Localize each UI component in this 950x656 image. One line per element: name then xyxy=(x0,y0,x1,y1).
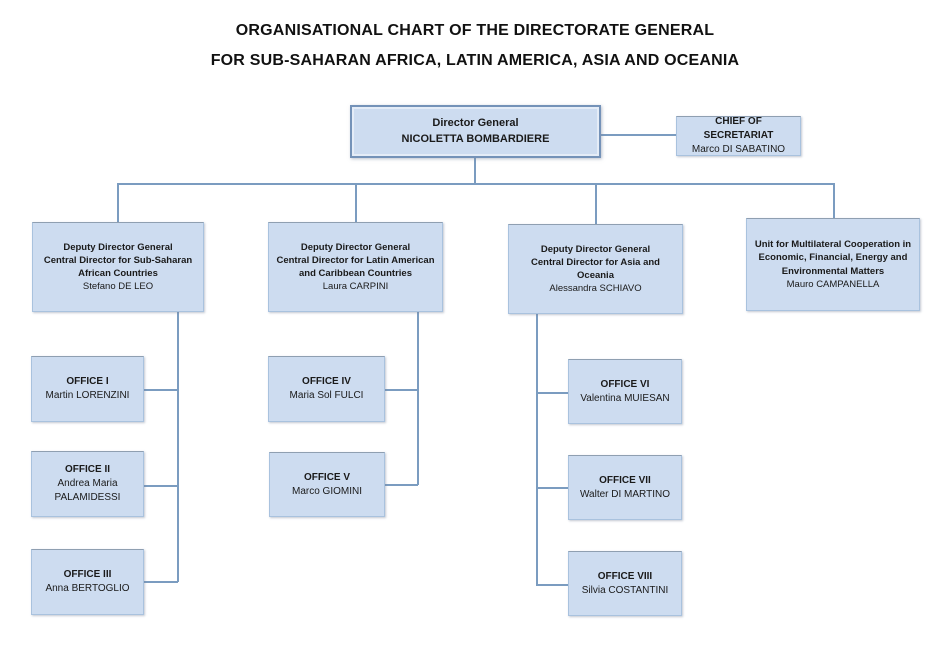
office-8-name: Silvia COSTANTINI xyxy=(581,584,669,596)
connector-dg-drop xyxy=(474,158,476,184)
chief-of-secretariat-title: CHIEF OF SECRETARIAT xyxy=(703,116,774,142)
box-deputy-asia-oceania: Deputy Director General Central Director… xyxy=(508,224,683,314)
connector-drop-unit xyxy=(833,183,835,218)
office-7-title: OFFICE VII xyxy=(599,474,651,486)
page-title-line1: ORGANISATIONAL CHART OF THE DIRECTORATE … xyxy=(235,22,715,39)
deputy-sub-saharan-name: Stefano DE LEO xyxy=(82,281,154,293)
box-deputy-latin-america: Deputy Director General Central Director… xyxy=(268,222,443,312)
deputy-asia-oceania-title: Deputy Director General Central Director… xyxy=(531,243,660,281)
office-3-title: OFFICE III xyxy=(63,569,112,581)
connector-trunk-col3 xyxy=(536,314,538,585)
box-office-1: OFFICE I Martin LORENZINI xyxy=(31,356,144,422)
box-unit-multilateral-cooperation: Unit for Multilateral Cooperation in Eco… xyxy=(746,218,920,311)
office-1-name: Martin LORENZINI xyxy=(45,390,130,401)
office-6-name: Valentina MUIESAN xyxy=(580,392,670,404)
office-3-name: Anna BERTOGLIO xyxy=(45,583,130,594)
office-7-name: Walter DI MARTINO xyxy=(579,488,670,500)
office-4-title: OFFICE IV xyxy=(302,376,351,388)
connector-stub-office8 xyxy=(536,584,568,586)
office-6-title: OFFICE VI xyxy=(600,378,650,390)
connector-stub-office1 xyxy=(144,389,178,391)
deputy-asia-oceania-name: Alessandra SCHIAVO xyxy=(549,283,642,295)
unit-multilateral-title: Unit for Multilateral Cooperation in Eco… xyxy=(754,239,912,277)
box-office-4: OFFICE IV Maria Sol FULCI xyxy=(268,356,385,422)
office-1-title: OFFICE I xyxy=(66,376,109,388)
connector-dg-secretariat xyxy=(601,134,676,136)
office-8-title: OFFICE VIII xyxy=(597,570,653,582)
connector-trunk-col2 xyxy=(417,312,419,485)
connector-stub-office7 xyxy=(536,487,568,489)
box-office-5: OFFICE V Marco GIOMINI xyxy=(269,452,385,517)
connector-rail xyxy=(117,183,834,185)
deputy-latin-america-title: Deputy Director General Central Director… xyxy=(276,241,435,279)
office-4-name: Maria Sol FULCI xyxy=(289,390,364,401)
deputy-sub-saharan-title: Deputy Director General Central Director… xyxy=(43,241,193,279)
box-office-7: OFFICE VII Walter DI MARTINO xyxy=(568,455,682,520)
director-general-name: NICOLETTA BOMBARDIERE xyxy=(401,132,550,145)
box-office-2: OFFICE II Andrea Maria PALAMIDESSI xyxy=(31,451,144,517)
box-chief-of-secretariat: CHIEF OF SECRETARIAT Marco DI SABATINO xyxy=(676,116,801,156)
office-5-name: Marco GIOMINI xyxy=(291,485,362,497)
deputy-latin-america-name: Laura CARPINI xyxy=(322,281,389,293)
connector-drop-deputy3 xyxy=(595,183,597,224)
chief-of-secretariat-name: Marco DI SABATINO xyxy=(691,143,786,155)
connector-drop-deputy1 xyxy=(117,183,119,222)
box-office-8: OFFICE VIII Silvia COSTANTINI xyxy=(568,551,682,616)
box-deputy-sub-saharan-africa: Deputy Director General Central Director… xyxy=(32,222,204,312)
box-office-3: OFFICE III Anna BERTOGLIO xyxy=(31,549,144,615)
connector-stub-office3 xyxy=(144,581,178,583)
unit-multilateral-name: Mauro CAMPANELLA xyxy=(786,278,880,290)
connector-stub-office6 xyxy=(536,392,568,394)
page-title-line2: FOR SUB-SAHARAN AFRICA, LATIN AMERICA, A… xyxy=(210,52,740,69)
director-general-title: Director General xyxy=(432,117,519,130)
office-2-name: Andrea Maria PALAMIDESSI xyxy=(54,478,121,503)
page-title: ORGANISATIONAL CHART OF THE DIRECTORATE … xyxy=(0,16,950,76)
connector-trunk-col1 xyxy=(177,312,179,582)
office-5-title: OFFICE V xyxy=(303,471,351,483)
connector-drop-deputy2 xyxy=(355,183,357,222)
box-office-6: OFFICE VI Valentina MUIESAN xyxy=(568,359,682,424)
box-director-general: Director General NICOLETTA BOMBARDIERE xyxy=(350,105,601,158)
connector-stub-office2 xyxy=(144,485,178,487)
connector-stub-office5 xyxy=(385,484,418,486)
connector-stub-office4 xyxy=(385,389,418,391)
office-2-title: OFFICE II xyxy=(65,464,110,476)
